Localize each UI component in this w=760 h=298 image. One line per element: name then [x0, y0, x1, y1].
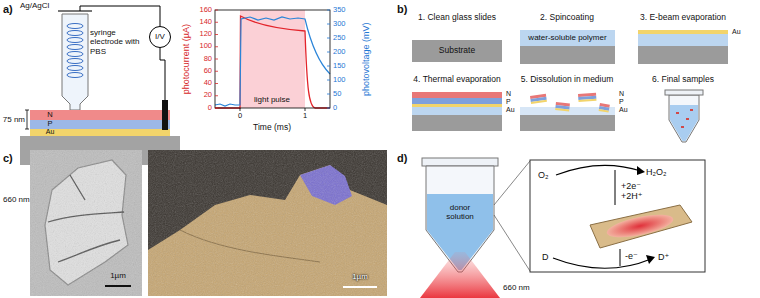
- scale-bar-label: 1µm: [110, 271, 126, 280]
- tick-label: 200: [333, 48, 346, 57]
- layer-label: P: [506, 98, 511, 106]
- step-title: 2. Spincoating: [540, 13, 594, 23]
- iv-meter-circle: I/V: [149, 26, 171, 48]
- tick-label: 350: [333, 6, 346, 15]
- tick-label: 300: [333, 20, 346, 29]
- layer-label: N: [619, 90, 624, 98]
- node-text: +2e⁻: [621, 181, 641, 191]
- tick-label: 140: [199, 18, 212, 27]
- node-text: O₂: [538, 170, 549, 180]
- substrate-layer: Substrate: [412, 40, 502, 62]
- tick-label: 150: [333, 62, 346, 71]
- step-title: 4. Thermal evaporation: [413, 75, 500, 85]
- tick-label: 60: [204, 67, 212, 76]
- layer-label: Au: [506, 106, 515, 114]
- dimension-label: 75 nm: [3, 115, 25, 124]
- tick-label: 0: [333, 104, 337, 113]
- step-title: 1. Clean glass slides: [418, 13, 496, 23]
- layer-label: N: [506, 90, 511, 98]
- tick-label: 1: [303, 112, 307, 121]
- step-title: 3. E-beam evaporation: [640, 13, 726, 23]
- node-text: H₂O₂: [646, 167, 667, 177]
- panel-letter: b): [397, 3, 407, 16]
- wavelength-label: 660 nm: [3, 195, 30, 204]
- tick-label: 40: [204, 79, 212, 88]
- tick-label: 50: [333, 90, 341, 99]
- layer-label: P: [619, 98, 624, 106]
- layer-label: Au: [732, 28, 741, 36]
- node-text: Substrate: [439, 46, 475, 56]
- tick-label: 80: [204, 55, 212, 64]
- node-text: -e⁻: [625, 251, 638, 261]
- electrode-label: Ag/AgCl: [20, 1, 49, 10]
- node-text: D⁺: [658, 252, 669, 262]
- tick-label: 0: [238, 112, 242, 121]
- layer-label: Au: [46, 128, 55, 136]
- layer-label: Au: [619, 106, 628, 114]
- tick-label: 100: [333, 76, 346, 85]
- tick-label: 20: [204, 91, 212, 100]
- axis-title: Time (ms): [253, 123, 291, 133]
- axis-title: photocurrent (µA): [181, 24, 191, 94]
- node-text: donor solution: [435, 203, 485, 221]
- tick-label: 120: [199, 30, 212, 39]
- wavelength-label: 660 nm: [503, 283, 530, 292]
- tick-label: 100: [199, 42, 212, 51]
- zoom-inset-box: O₂ H₂O₂ +2e⁻+2H⁺ -e⁻ D D⁺: [530, 160, 705, 272]
- panel-letter: c): [3, 152, 13, 165]
- layer-label: N: [47, 111, 52, 120]
- polymer-layer: water-soluble polymer: [520, 30, 615, 46]
- step-title: 5. Dissolution in medium: [521, 75, 614, 85]
- node-text: water-soluble polymer: [528, 33, 606, 42]
- step-title: 6. Final samples: [652, 75, 714, 85]
- donor-solution-band: donor solution: [435, 198, 485, 226]
- node-text: +2H⁺: [621, 191, 643, 201]
- node-text: I/V: [155, 32, 165, 41]
- tick-label: 0: [208, 104, 212, 113]
- tick-label: 250: [333, 34, 346, 43]
- panel-letter: a): [3, 3, 13, 16]
- tick-label: 160: [199, 6, 212, 15]
- electrode-label: syringe electrode with PBS: [90, 28, 146, 56]
- node-text: D: [542, 252, 549, 262]
- layer-label: P: [47, 120, 52, 129]
- axis-title: photovoltage (mV): [361, 22, 371, 96]
- panel-letter: d): [397, 152, 407, 165]
- region-label: light pulse: [254, 95, 290, 104]
- scale-bar-label: 1µm: [352, 272, 368, 281]
